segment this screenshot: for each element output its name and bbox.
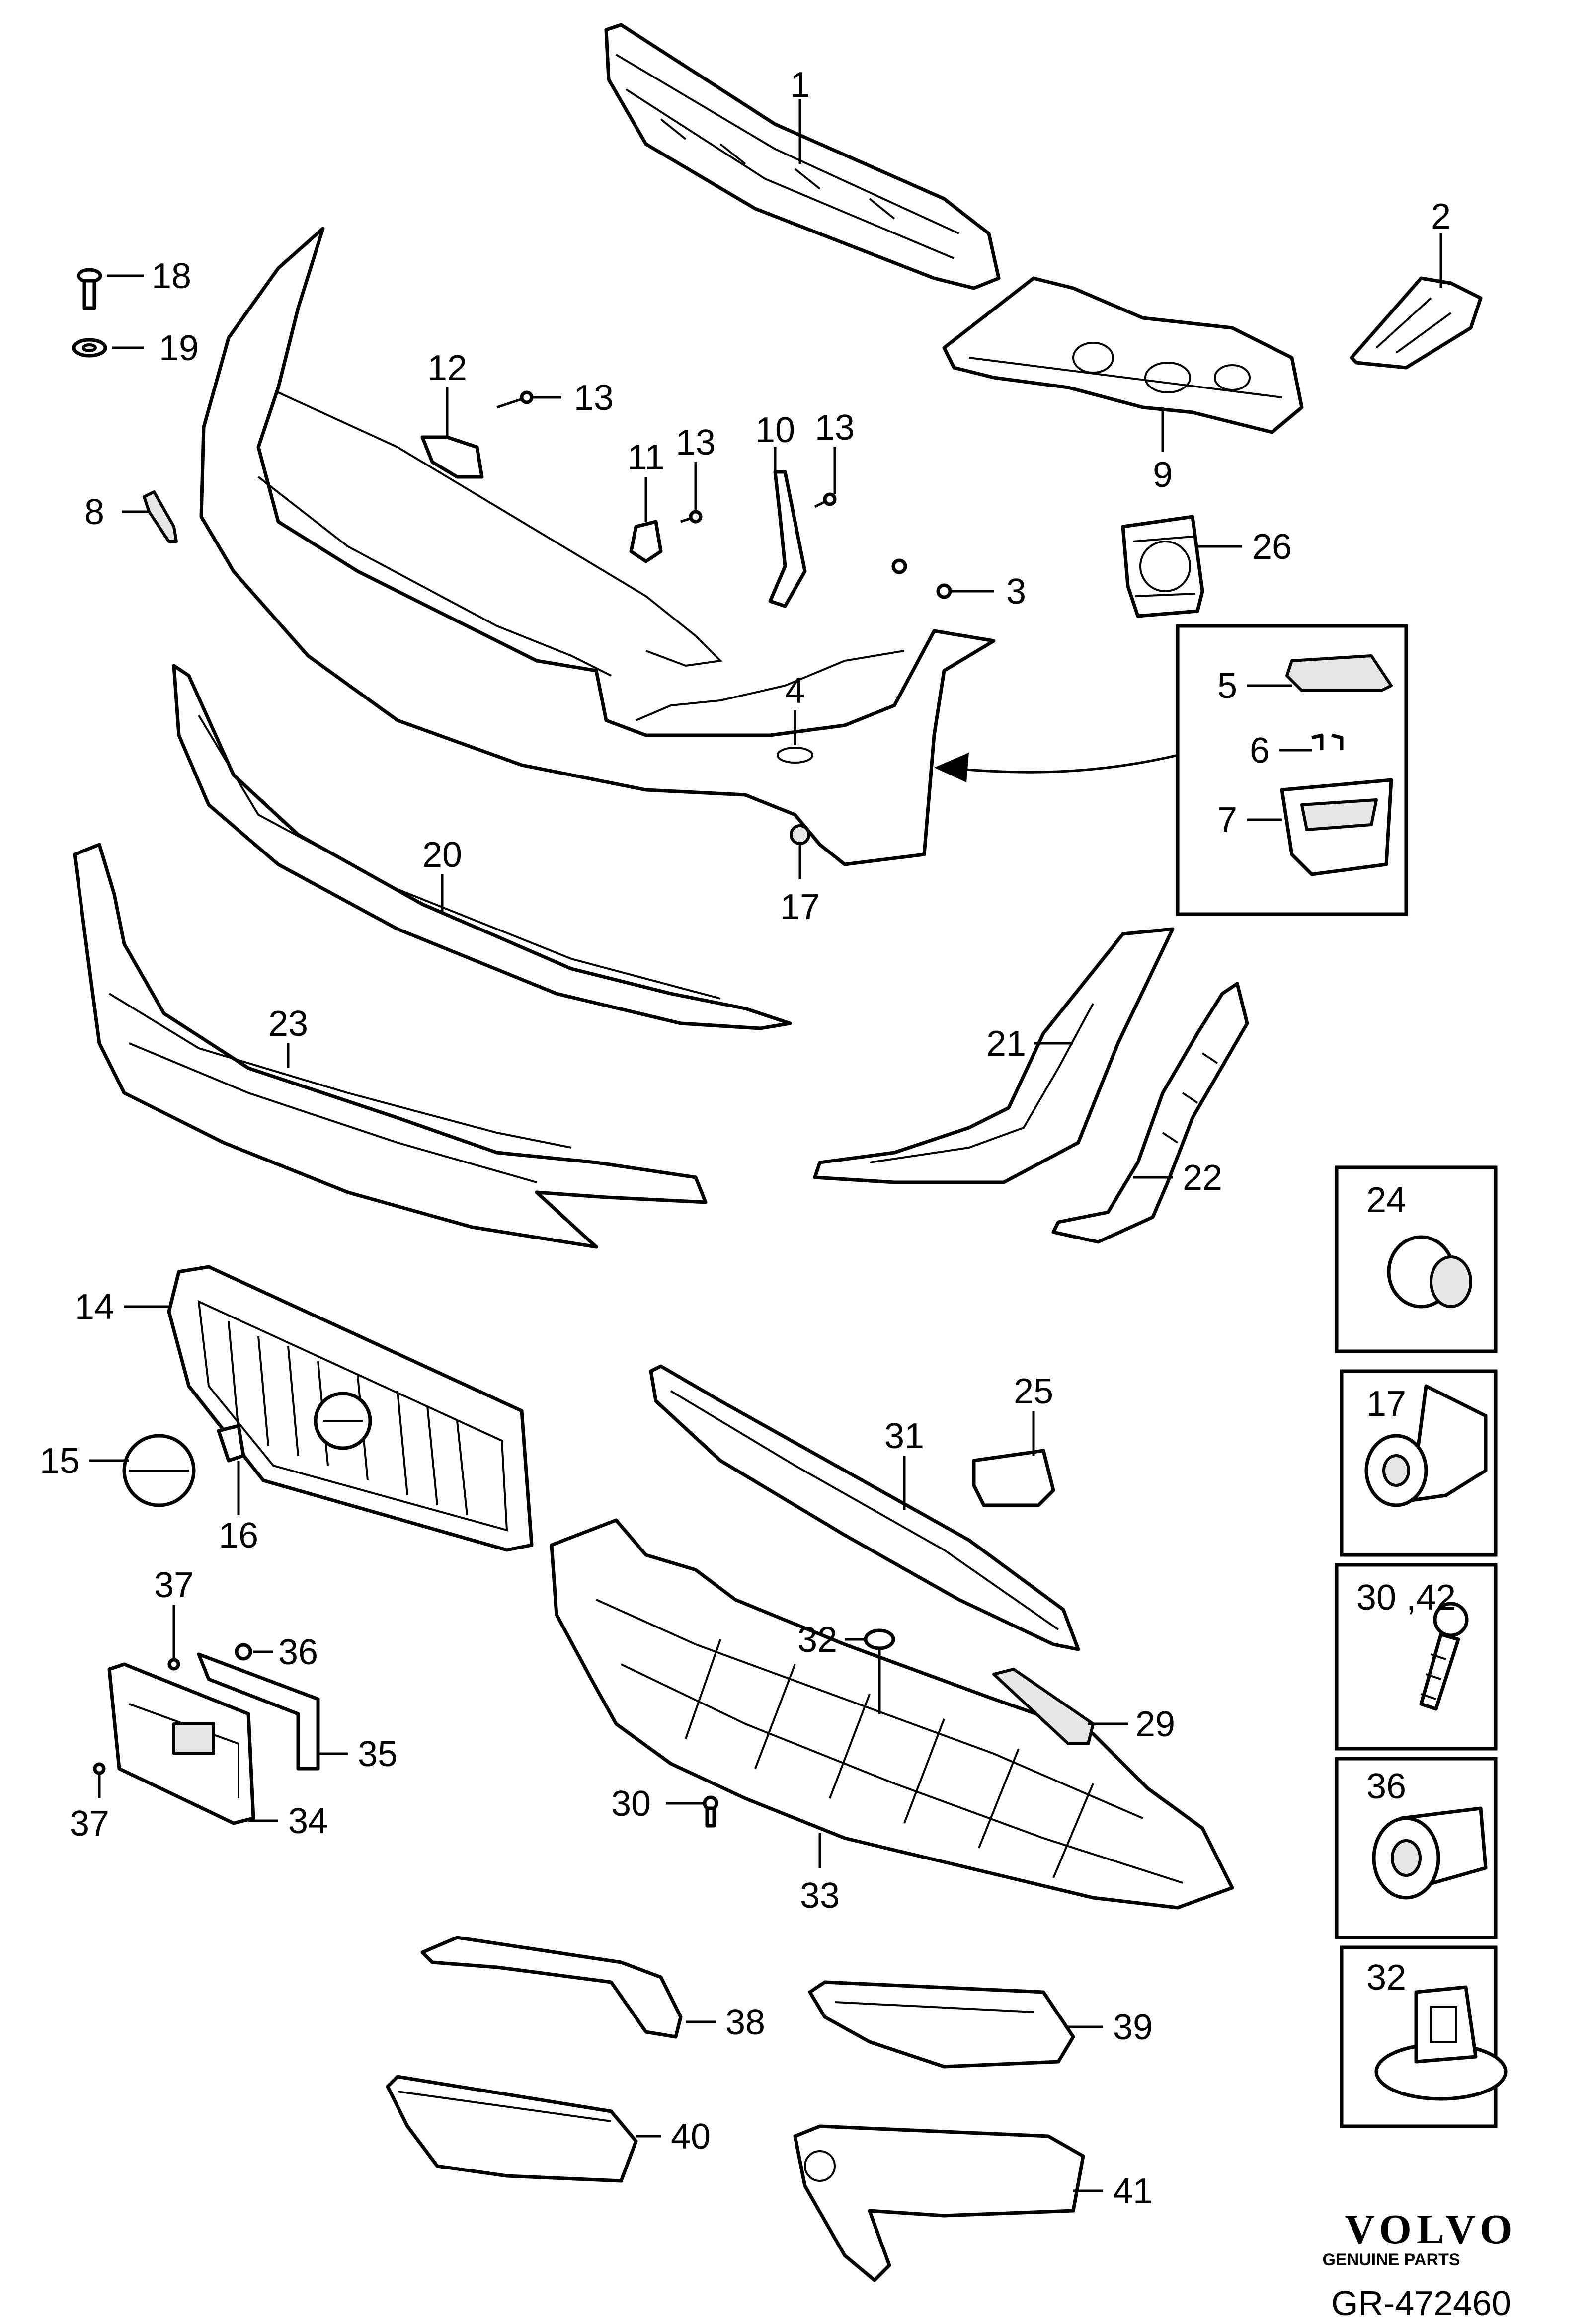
- detail-label-36: 36: [1366, 1767, 1406, 1806]
- callout-40: 40: [671, 2117, 711, 2157]
- part-9-mounting-bracket: [942, 276, 1304, 434]
- detail-box-5-6-7: [1176, 624, 1408, 916]
- callout-10: 10: [755, 410, 795, 450]
- callout-18: 18: [152, 256, 191, 296]
- part-34-license-plate-bracket: [107, 1662, 255, 1825]
- callout-2: 2: [1431, 197, 1451, 236]
- callout-15: 15: [40, 1441, 80, 1481]
- callout-11: 11: [628, 438, 665, 477]
- callout-39: 39: [1113, 2008, 1153, 2047]
- callout-13b: 13: [676, 423, 716, 463]
- part-26-sensor-holder: [1121, 515, 1204, 618]
- callout-34: 34: [288, 1801, 328, 1841]
- callout-41: 41: [1113, 2171, 1153, 2211]
- detail-box-30-42: [1335, 1563, 1498, 1751]
- callout-38: 38: [725, 2003, 765, 2042]
- callout-4: 4: [785, 671, 805, 711]
- detail-label-32: 32: [1366, 1958, 1406, 1998]
- part-11-clip: [629, 520, 663, 563]
- part-1-bumper-beam: [604, 23, 1001, 290]
- detail-label-17: 17: [1366, 1384, 1406, 1424]
- part-32-clip: [864, 1628, 895, 1714]
- part-14-grille: [167, 1265, 534, 1552]
- part-10-bracket: [768, 470, 807, 608]
- callout-33: 33: [800, 1876, 840, 1916]
- part-39-grille-insert: [808, 1980, 1075, 2069]
- callout-23: 23: [268, 1004, 308, 1044]
- part-37-screw-a: [167, 1658, 180, 1671]
- part-23-lower-spoiler: [73, 843, 708, 1249]
- callout-7: 7: [1217, 800, 1237, 840]
- callout-36: 36: [278, 1632, 318, 1672]
- part-17-sensor: [790, 824, 810, 845]
- part-40-grille-insert: [386, 2075, 638, 2183]
- part-41-bracket: [793, 2124, 1085, 2282]
- callout-6: 6: [1250, 731, 1270, 771]
- part-25-sensor: [972, 1449, 1055, 1507]
- part-8-trim-piece: [143, 490, 178, 543]
- detail-box-32: [1340, 1945, 1508, 2128]
- callout-12: 12: [427, 348, 467, 388]
- part-15-emblem: [122, 1434, 196, 1507]
- callout-17: 17: [780, 887, 820, 927]
- detail-label-24: 24: [1366, 1180, 1406, 1220]
- part-4-bumper-cover: [199, 227, 996, 866]
- part-36-nut: [235, 1643, 252, 1661]
- callout-25: 25: [1014, 1372, 1053, 1411]
- detail-label-30-42: 30 ,42: [1356, 1578, 1456, 1618]
- callout-29: 29: [1135, 1704, 1175, 1744]
- callout-labels: 1 2 3 4 5 6 7 8 9 10 11 12 13 13 13 14 1…: [40, 65, 1451, 2211]
- part-22-corner-bracket: [1051, 982, 1249, 1244]
- callout-31: 31: [884, 1416, 924, 1456]
- callout-3: 3: [1006, 572, 1026, 612]
- volvo-logo-text: VOLVO: [1345, 2206, 1517, 2252]
- part-19-nut: [72, 338, 107, 358]
- part-2-bracket: [1350, 276, 1483, 370]
- arrow-detail-to-bumper: [944, 754, 1178, 774]
- diagram-reference: GR-472460: [1331, 2284, 1511, 2323]
- part-29-cover: [992, 1668, 1095, 1745]
- part-30-screw: [703, 1795, 718, 1828]
- part-21-corner-trim: [813, 927, 1175, 1184]
- callout-37b: 37: [70, 1804, 109, 1844]
- callout-21: 21: [986, 1024, 1026, 1064]
- part-33-splash-shield: [550, 1518, 1234, 1910]
- callout-1: 1: [790, 65, 810, 105]
- part-3-screws: [891, 558, 952, 599]
- part-13-screw-c: [814, 492, 837, 508]
- detail-box-labels: 24 17 30 ,42 36 32: [1356, 1180, 1456, 1998]
- callout-22: 22: [1183, 1158, 1222, 1198]
- part-13-screw-a: [496, 390, 534, 409]
- part-12-bracket: [420, 435, 484, 479]
- part-38-trim-left: [420, 1936, 683, 2039]
- callout-16: 16: [219, 1516, 258, 1555]
- branding: VOLVO GENUINE PARTS GR-472460: [1322, 2206, 1517, 2323]
- callout-26: 26: [1252, 527, 1292, 567]
- arrow-head: [934, 753, 969, 782]
- part-16-clip: [217, 1424, 245, 1463]
- callout-32: 32: [797, 1620, 837, 1660]
- part-35-plate-frame: [197, 1652, 320, 1771]
- part-13-screw-b: [680, 510, 703, 524]
- callout-30: 30: [611, 1784, 651, 1824]
- detail-box-17: [1340, 1369, 1498, 1557]
- part-37-screw-b: [93, 1762, 106, 1775]
- callout-8: 8: [84, 492, 104, 532]
- part-18-screw: [77, 268, 102, 310]
- part-31-lower-strip: [649, 1364, 1080, 1651]
- callout-35: 35: [358, 1734, 398, 1774]
- callout-14: 14: [75, 1287, 114, 1327]
- callout-9: 9: [1153, 455, 1173, 495]
- part-20-trim-strip: [172, 664, 792, 1030]
- callout-19: 19: [159, 328, 199, 368]
- detail-box-36: [1335, 1757, 1498, 1939]
- detail-box-24: [1335, 1165, 1498, 1353]
- callout-20: 20: [422, 835, 462, 875]
- callout-37a: 37: [154, 1565, 194, 1605]
- callout-13a: 13: [574, 378, 614, 418]
- genuine-parts-text: GENUINE PARTS: [1322, 2250, 1460, 2269]
- callout-5: 5: [1217, 666, 1237, 706]
- callout-13c: 13: [815, 408, 855, 448]
